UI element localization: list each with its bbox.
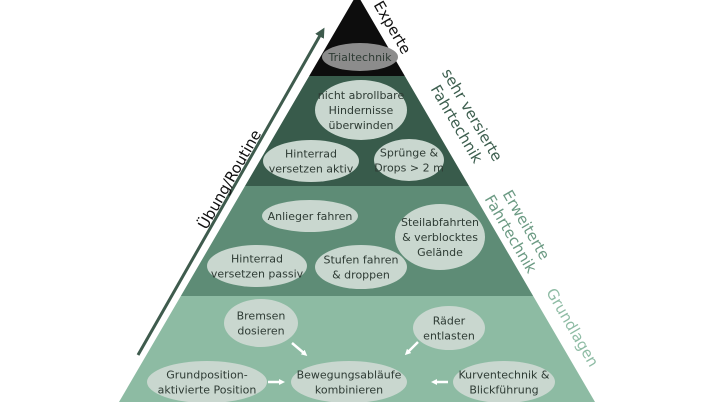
skill-bubble-text: kombinieren	[315, 384, 383, 397]
skill-bubble-shape	[374, 139, 444, 181]
skill-bubble-shape	[291, 361, 407, 402]
skill-bubble: Stufen fahren & droppen	[315, 245, 407, 289]
flow-arrow	[404, 341, 419, 356]
skill-bubble-text: dosieren	[237, 325, 284, 338]
skill-bubble-text: Steilabfahrten	[401, 216, 479, 229]
skill-bubble-text: versetzen aktiv	[269, 163, 354, 176]
skill-bubble-shape	[147, 361, 267, 402]
skill-bubble: Räder entlasten	[413, 306, 485, 350]
skill-bubble-text: Grundposition-	[166, 369, 248, 382]
skill-bubble: Grundposition-aktivierte Position	[147, 361, 267, 402]
skill-bubble: Bremsen dosieren	[224, 299, 298, 347]
skill-bubble-shape	[224, 299, 298, 347]
skill-bubble-text: Räder	[433, 315, 466, 328]
skill-bubble-text: Hinterrad	[285, 148, 337, 161]
skill-bubble-text: & verblocktes	[402, 231, 478, 244]
practice-arrow	[136, 27, 325, 356]
skill-bubble-shape	[315, 245, 407, 289]
skill-bubble-text: Bremsen	[237, 310, 286, 323]
skill-bubble: Hinterrad versetzen passiv	[207, 245, 307, 287]
skill-bubble: Hinterrad versetzen aktiv	[263, 140, 359, 182]
skill-bubble-text: Gelände	[417, 246, 463, 259]
skill-bubble-text: entlasten	[423, 330, 475, 343]
skill-bubble-shape	[453, 361, 555, 402]
skill-bubble-text: Hinterrad	[231, 253, 283, 266]
flow-arrow	[291, 342, 308, 356]
skill-bubble-text: Hindernisse	[329, 104, 394, 117]
skill-bubble-text: Trialtechnik	[328, 51, 393, 64]
skill-bubble-text: nicht abrollbare	[318, 89, 405, 102]
skill-bubble-text: Bewegungsabläufe	[297, 369, 402, 382]
skill-bubble-shape	[262, 200, 358, 232]
skill-bubble-text: Blickführung	[469, 384, 538, 397]
skill-bubble-text: überwinden	[329, 119, 394, 132]
skill-bubble-shape	[322, 43, 398, 71]
skill-bubble: Kurventechnik & Blickführung	[453, 361, 555, 402]
skill-bubble: Sprünge & Drops > 2 m	[374, 139, 444, 181]
skill-bubble-shape	[263, 140, 359, 182]
skill-bubble-text: aktivierte Position	[158, 384, 257, 397]
skill-bubble: Trialtechnik	[322, 43, 398, 71]
skill-bubble-shape	[315, 80, 407, 140]
skill-bubble-text: Stufen fahren	[324, 254, 399, 267]
skill-bubble-text: Drops > 2 m	[374, 162, 444, 175]
skill-bubble-shape	[413, 306, 485, 350]
skill-bubble-shape	[395, 204, 485, 270]
flow-arrows	[268, 341, 448, 385]
skill-bubble: Bewegungsabläufe kombinieren	[291, 361, 407, 402]
skill-bubble: Anlieger fahren	[262, 200, 358, 232]
skill-bubble-shape	[207, 245, 307, 287]
skill-bubble-text: Kurventechnik &	[459, 369, 550, 382]
skill-bubble-text: Anlieger fahren	[268, 210, 353, 223]
skill-bubble-text: & droppen	[332, 269, 390, 282]
skill-bubble-text: versetzen passiv	[211, 268, 304, 281]
skill-bubble-text: Sprünge &	[380, 147, 439, 160]
